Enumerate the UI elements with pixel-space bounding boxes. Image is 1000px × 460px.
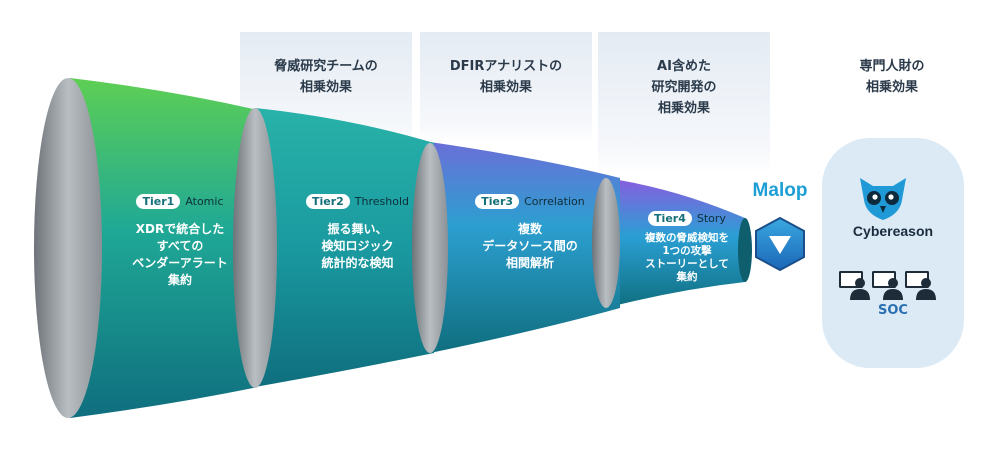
tier-2-name: Threshold	[354, 195, 410, 208]
tier-1-name: Atomic	[185, 195, 224, 208]
tier-4-description: 複数の脅威検知を 1つの攻撃 ストーリーとして 集約	[645, 232, 729, 283]
tier-1-description: XDRで統合した すべての ベンダーアラート 集約	[132, 222, 228, 287]
tier-2-description: 振る舞い、 検知ロジック 統計的な検知	[321, 222, 394, 270]
tier-3-block: Tier3 Correlation 複数 データソース間の 相関解析	[455, 190, 605, 272]
tier-1-block: Tier1 Atomic XDRで統合した すべての ベンダーアラート 集約	[110, 190, 250, 289]
caption-panel-2	[420, 32, 592, 142]
analyst-group	[839, 271, 936, 300]
analyst-monitor-icon	[905, 271, 936, 300]
caption-ai-research: AI含めた 研究開発の 相乗効果	[651, 59, 717, 116]
tier-3-description: 複数 データソース間の 相関解析	[482, 222, 578, 270]
funnel-segment-2	[255, 108, 448, 387]
tier-2-block: Tier2 Threshold 振る舞い、 検知ロジック 統計的な検知	[285, 190, 430, 272]
soc-box	[822, 138, 964, 368]
tier-3-name: Correlation	[524, 195, 585, 208]
malop-down-arrow-icon	[755, 216, 805, 272]
malop-label: Malop	[752, 180, 808, 201]
tier-3-badge: Tier3	[475, 194, 520, 209]
caption-specialists: 専門人財の 相乗効果	[859, 59, 925, 95]
funnel-segment-4	[606, 178, 752, 308]
tier-1-badge: Tier1	[136, 194, 181, 209]
caption-dfir: DFIRアナリストの 相乗効果	[449, 59, 563, 95]
cybereason-label: Cybereason	[852, 223, 934, 239]
tier-2-badge: Tier2	[305, 194, 350, 209]
tier-4-name: Story	[696, 212, 726, 225]
tier-4-block: Tier4 Story 複数の脅威検知を 1つの攻撃 ストーリーとして 集約	[623, 207, 751, 284]
caption-threat-research: 脅威研究チームの 相乗効果	[274, 59, 378, 95]
soc-label: SOC	[878, 303, 908, 318]
funnel-mouth	[34, 78, 102, 418]
cybereason-owl-icon	[860, 178, 906, 220]
analyst-monitor-icon	[872, 271, 903, 300]
caption-panel-3	[598, 32, 770, 172]
funnel-segment-1	[70, 78, 277, 418]
analyst-monitor-icon	[839, 271, 870, 300]
tier-4-badge: Tier4	[648, 211, 692, 226]
